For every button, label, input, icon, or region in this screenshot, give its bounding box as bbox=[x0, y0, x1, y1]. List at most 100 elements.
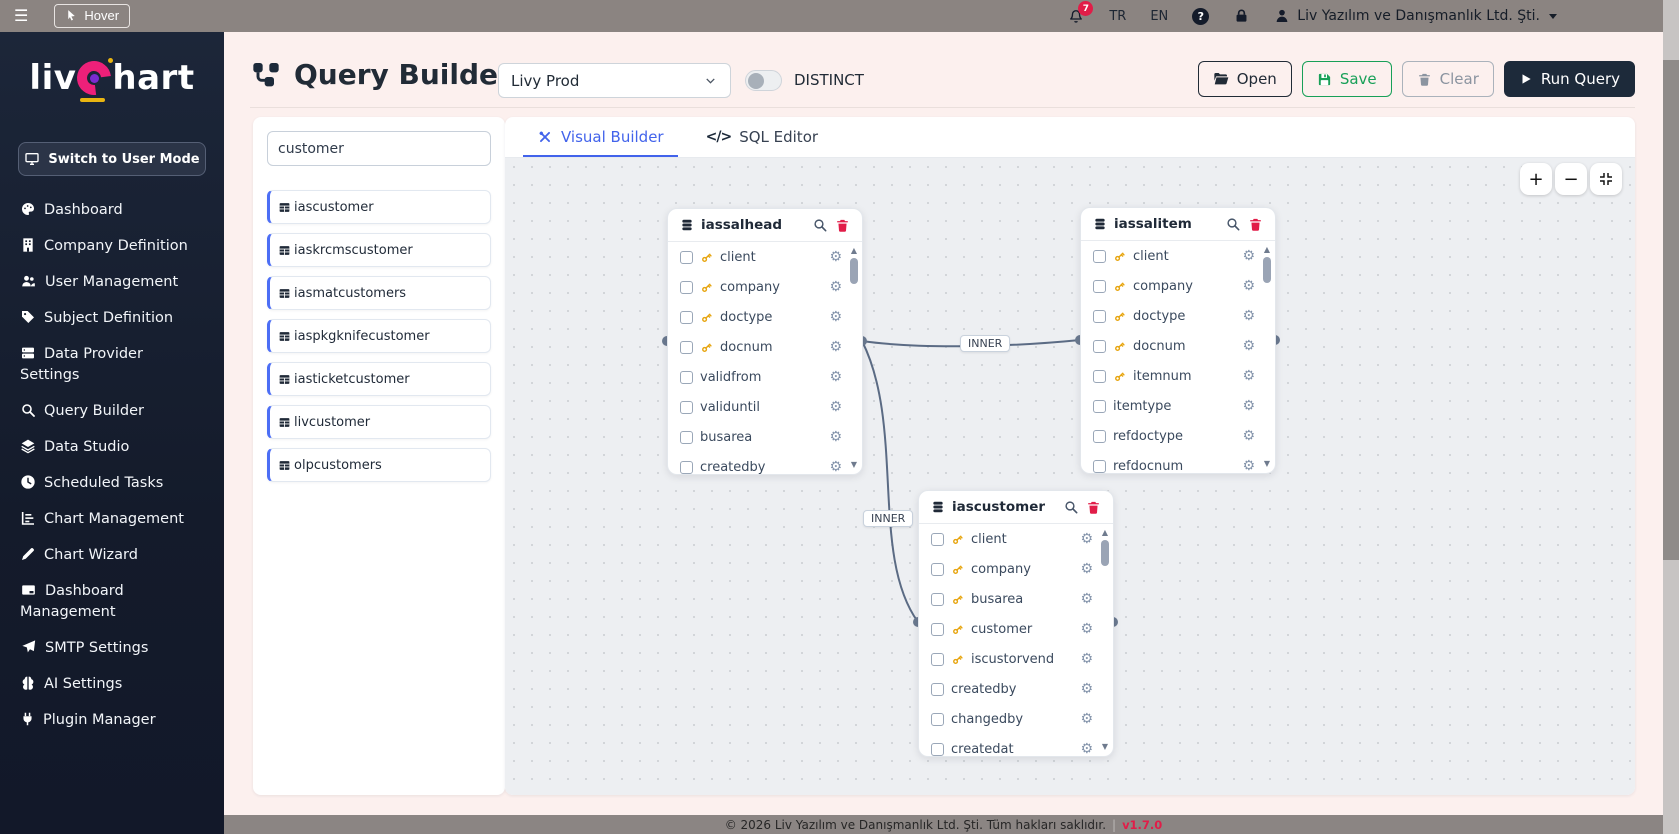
field-checkbox[interactable] bbox=[1093, 399, 1106, 413]
page-scrollbar-thumb[interactable] bbox=[1663, 60, 1679, 560]
field-settings-gear-icon[interactable]: ⚙ bbox=[1242, 368, 1255, 384]
sidebar-item-chart-wizard[interactable]: Chart Wizard bbox=[20, 545, 204, 566]
field-settings-gear-icon[interactable]: ⚙ bbox=[829, 399, 842, 415]
open-button[interactable]: Open bbox=[1197, 61, 1292, 97]
card-scrollbar[interactable]: ▲▼ bbox=[1100, 528, 1110, 752]
field-settings-gear-icon[interactable]: ⚙ bbox=[1242, 278, 1255, 294]
field-checkbox[interactable] bbox=[931, 712, 944, 726]
scroll-down-icon[interactable]: ▼ bbox=[850, 460, 858, 469]
sidebar-item-plugin-manager[interactable]: Plugin Manager bbox=[20, 710, 204, 731]
scroll-up-icon[interactable]: ▲ bbox=[1101, 528, 1109, 537]
field-checkbox[interactable] bbox=[1093, 369, 1106, 383]
scrollbar-thumb[interactable] bbox=[1263, 257, 1271, 283]
scrollbar-thumb[interactable] bbox=[1101, 540, 1109, 566]
field-settings-gear-icon[interactable]: ⚙ bbox=[829, 279, 842, 295]
lock-icon[interactable] bbox=[1233, 7, 1250, 25]
field-checkbox[interactable] bbox=[1093, 309, 1106, 323]
sidebar-item-ai-settings[interactable]: AI Settings bbox=[20, 674, 204, 695]
field-checkbox[interactable] bbox=[680, 280, 693, 294]
table-list-item[interactable]: iaskrcmscustomer bbox=[267, 233, 491, 267]
search-icon[interactable] bbox=[1063, 499, 1079, 515]
field-settings-gear-icon[interactable]: ⚙ bbox=[1080, 711, 1093, 727]
scrollbar-thumb[interactable] bbox=[850, 258, 858, 284]
field-checkbox[interactable] bbox=[1093, 279, 1106, 293]
distinct-toggle[interactable] bbox=[745, 70, 782, 91]
switch-to-user-mode-button[interactable]: Switch to User Mode bbox=[18, 142, 206, 176]
delete-table-icon[interactable] bbox=[835, 218, 850, 233]
field-checkbox[interactable] bbox=[931, 592, 944, 606]
field-checkbox[interactable] bbox=[680, 460, 693, 474]
table-list-item[interactable]: livcustomer bbox=[267, 405, 491, 439]
field-settings-gear-icon[interactable]: ⚙ bbox=[1242, 248, 1255, 264]
field-settings-gear-icon[interactable]: ⚙ bbox=[1242, 338, 1255, 354]
scroll-up-icon[interactable]: ▲ bbox=[1263, 245, 1271, 254]
field-settings-gear-icon[interactable]: ⚙ bbox=[829, 339, 842, 355]
sidebar-item-dashboard-management[interactable]: Dashboard Management bbox=[20, 581, 204, 623]
query-canvas[interactable]: INNER INNER iassalhead client⚙ company⚙ … bbox=[505, 158, 1635, 795]
zoom-in-button[interactable]: + bbox=[1520, 163, 1552, 195]
save-button[interactable]: Save bbox=[1301, 61, 1392, 97]
search-icon[interactable] bbox=[1225, 216, 1241, 232]
delete-table-icon[interactable] bbox=[1086, 500, 1101, 515]
card-scrollbar[interactable]: ▲▼ bbox=[1262, 245, 1272, 469]
field-checkbox[interactable] bbox=[931, 532, 944, 546]
entity-card-iascustomer[interactable]: iascustomer client⚙ company⚙ busarea⚙ cu… bbox=[918, 490, 1114, 757]
join-type-badge[interactable]: INNER bbox=[863, 510, 914, 527]
field-checkbox[interactable] bbox=[1093, 339, 1106, 353]
search-icon[interactable] bbox=[812, 217, 828, 233]
field-checkbox[interactable] bbox=[1093, 459, 1106, 473]
field-settings-gear-icon[interactable]: ⚙ bbox=[1080, 651, 1093, 667]
field-settings-gear-icon[interactable]: ⚙ bbox=[1242, 398, 1255, 414]
sidebar-item-subject-definition[interactable]: Subject Definition bbox=[20, 308, 204, 329]
hover-button[interactable]: Hover bbox=[54, 4, 131, 28]
field-checkbox[interactable] bbox=[931, 742, 944, 756]
field-settings-gear-icon[interactable]: ⚙ bbox=[1242, 308, 1255, 324]
table-list-item[interactable]: iaspkgknifecustomer bbox=[267, 319, 491, 353]
field-checkbox[interactable] bbox=[680, 400, 693, 414]
field-settings-gear-icon[interactable]: ⚙ bbox=[829, 369, 842, 385]
card-scrollbar[interactable]: ▲▼ bbox=[849, 246, 859, 470]
zoom-out-button[interactable]: − bbox=[1555, 163, 1587, 195]
sidebar-item-smtp-settings[interactable]: SMTP Settings bbox=[20, 638, 204, 659]
page-scrollbar[interactable] bbox=[1663, 0, 1679, 834]
field-checkbox[interactable] bbox=[1093, 249, 1106, 263]
field-checkbox[interactable] bbox=[931, 622, 944, 636]
sidebar-item-data-provider-settings[interactable]: Data Provider Settings bbox=[20, 344, 204, 386]
sidebar-item-data-studio[interactable]: Data Studio bbox=[20, 437, 204, 458]
table-list-item[interactable]: iasticketcustomer bbox=[267, 362, 491, 396]
user-menu[interactable]: Liv Yazılım ve Danışmanlık Ltd. Şti. bbox=[1274, 8, 1557, 24]
table-list-item[interactable]: iasmatcustomers bbox=[267, 276, 491, 310]
language-tr-button[interactable]: TR bbox=[1109, 8, 1127, 24]
tab-visual-builder[interactable]: Visual Builder bbox=[523, 117, 678, 157]
field-settings-gear-icon[interactable]: ⚙ bbox=[1242, 428, 1255, 444]
field-settings-gear-icon[interactable]: ⚙ bbox=[1080, 531, 1093, 547]
delete-table-icon[interactable] bbox=[1248, 217, 1263, 232]
sidebar-item-user-management[interactable]: User Management bbox=[20, 272, 204, 293]
sidebar-item-dashboard[interactable]: Dashboard bbox=[20, 200, 204, 221]
sidebar-item-query-builder[interactable]: Query Builder bbox=[20, 401, 204, 422]
join-type-badge[interactable]: INNER bbox=[960, 335, 1011, 352]
field-settings-gear-icon[interactable]: ⚙ bbox=[829, 429, 842, 445]
table-list-item[interactable]: iascustomer bbox=[267, 190, 491, 224]
field-checkbox[interactable] bbox=[931, 682, 944, 696]
field-settings-gear-icon[interactable]: ⚙ bbox=[829, 459, 842, 475]
clear-button[interactable]: Clear bbox=[1401, 61, 1494, 97]
language-en-button[interactable]: EN bbox=[1150, 8, 1169, 24]
field-settings-gear-icon[interactable]: ⚙ bbox=[1080, 621, 1093, 637]
field-checkbox[interactable] bbox=[1093, 429, 1106, 443]
field-checkbox[interactable] bbox=[680, 370, 693, 384]
hamburger-menu-icon[interactable]: ☰ bbox=[14, 6, 29, 25]
field-checkbox[interactable] bbox=[680, 430, 693, 444]
sidebar-item-company-definition[interactable]: Company Definition bbox=[20, 236, 204, 257]
field-settings-gear-icon[interactable]: ⚙ bbox=[1080, 681, 1093, 697]
field-checkbox[interactable] bbox=[680, 340, 693, 354]
field-checkbox[interactable] bbox=[680, 310, 693, 324]
table-list-item[interactable]: olpcustomers bbox=[267, 448, 491, 482]
field-settings-gear-icon[interactable]: ⚙ bbox=[1242, 458, 1255, 474]
field-settings-gear-icon[interactable]: ⚙ bbox=[829, 309, 842, 325]
field-checkbox[interactable] bbox=[680, 250, 693, 264]
field-settings-gear-icon[interactable]: ⚙ bbox=[1080, 561, 1093, 577]
scroll-down-icon[interactable]: ▼ bbox=[1263, 459, 1271, 468]
notifications-bell-icon[interactable]: 7 bbox=[1067, 1, 1094, 25]
sidebar-item-chart-management[interactable]: Chart Management bbox=[20, 509, 204, 530]
